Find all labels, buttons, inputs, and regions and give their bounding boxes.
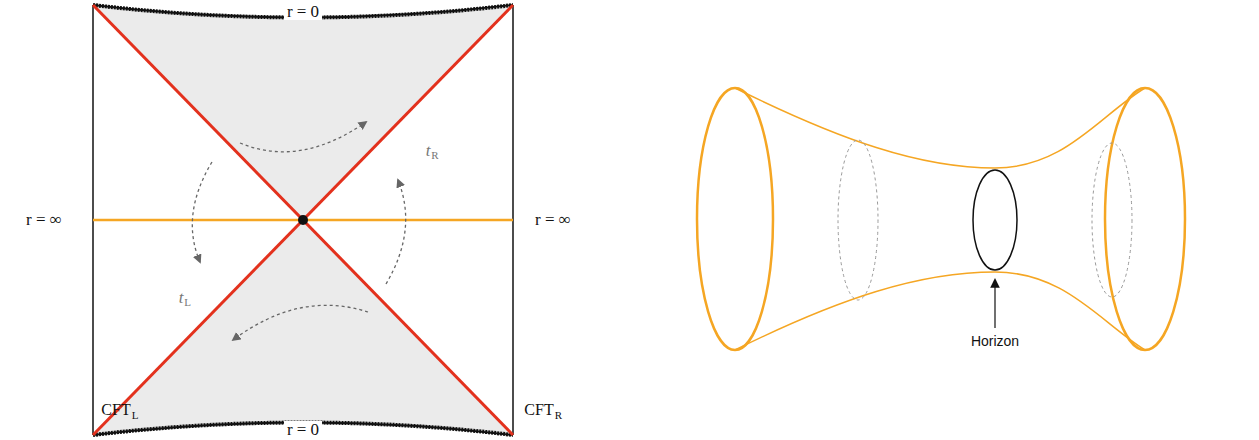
slice-ellipse [1092,143,1132,297]
wormhole-outline [735,88,1145,168]
cft-label: CFT [524,402,553,418]
boundary-label: r = ∞ [535,211,571,228]
time-subscript: L [184,297,191,308]
horizon-pointer [994,280,995,328]
boundary-label: r = 0 [284,3,322,20]
wormhole-outline [735,272,1145,350]
time-label: t [426,142,431,159]
cft-subscript: R [555,410,562,421]
time-subscript: R [431,150,438,161]
horizon-line [93,5,513,435]
boundary-label: r = 0 [284,421,322,438]
cft-subscript: L [132,410,139,421]
flow-arrow [192,162,212,262]
slice-ellipse [838,140,878,300]
flow-arrow [233,305,368,340]
cft-label: CFT [101,402,130,418]
horizon-line [93,5,513,435]
boundary-label: r = ∞ [26,211,62,228]
future-interior [93,5,513,220]
past-interior [93,220,513,435]
time-label: t [179,289,184,306]
flow-arrow [386,180,406,284]
wormhole-mouth [697,88,773,350]
callout-label: Horizon [971,334,1019,348]
bifurcation-point [298,215,308,225]
wormhole-mouth [1105,88,1185,350]
horizon-ellipse [973,170,1017,270]
flow-arrow [240,122,366,152]
